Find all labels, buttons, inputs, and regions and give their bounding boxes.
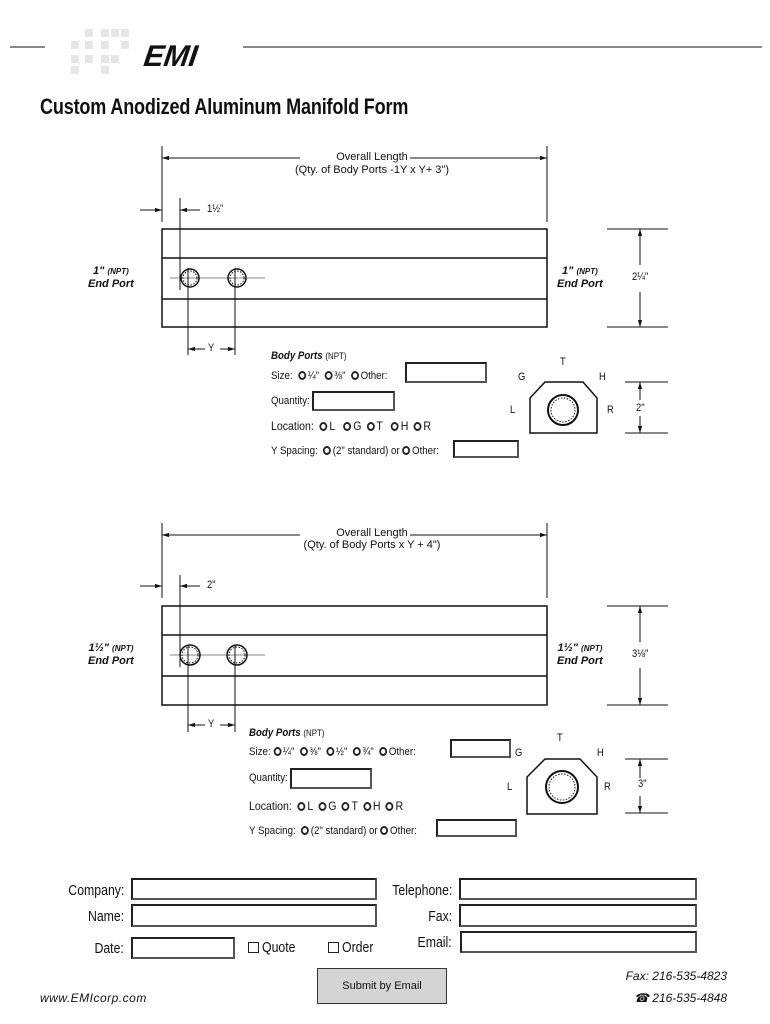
location-radio-t-2[interactable] — [341, 802, 350, 811]
location-radio-r[interactable] — [413, 422, 422, 431]
body-ports-heading-2: Body Ports (NPT) — [249, 727, 325, 739]
location-h-label-2: H — [597, 747, 604, 759]
website-link[interactable]: www.EMIcorp.com — [40, 991, 147, 1005]
name-input[interactable] — [131, 904, 377, 927]
quantity-input-2[interactable] — [290, 768, 372, 789]
location-t-label: T — [560, 356, 566, 368]
location-r-label-2: R — [604, 781, 611, 793]
location-g-label: G — [518, 371, 526, 383]
size-radio-other[interactable] — [350, 371, 359, 380]
location-l-label: L — [510, 404, 516, 416]
company-label: Company: — [67, 882, 124, 899]
phone-number-line: ☎ 216-535-4848 — [633, 991, 727, 1005]
end-offset-label-2: 2" — [207, 579, 216, 591]
overall-length-formula: (Qty. of Body Ports -1Y x Y+ 3") — [295, 164, 449, 176]
spacing-radio-standard[interactable] — [323, 446, 331, 455]
quote-checkbox-option[interactable]: Quote — [248, 939, 303, 956]
spacing-radio-other-2[interactable] — [380, 826, 389, 835]
order-checkbox[interactable] — [328, 942, 339, 953]
location-radio-g[interactable] — [343, 422, 352, 431]
left-end-port-label-2: 1½" (NPT)End Port — [88, 642, 134, 667]
location-radio-g-2[interactable] — [318, 802, 327, 811]
email-input[interactable] — [460, 931, 697, 953]
order-checkbox-option[interactable]: Order — [328, 939, 380, 956]
right-end-port-label-2: 1½" (NPT)End Port — [557, 642, 603, 667]
location-radio-h-2[interactable] — [363, 802, 372, 811]
spacing-other-input-1[interactable] — [453, 440, 519, 458]
y-spacing-dimension: Y — [208, 342, 215, 354]
overall-length-label-2: Overall Length — [336, 527, 408, 539]
page-title: Custom Anodized Aluminum Manifold Form — [40, 94, 409, 119]
side-height-label-2: 3" — [638, 778, 647, 790]
overall-length-formula-2: (Qty. of Body Ports x Y + 4") — [303, 539, 441, 551]
left-end-port-label: 1" (NPT)End Port — [88, 265, 134, 290]
size-radio-other-2[interactable] — [379, 747, 388, 756]
location-radio-l[interactable] — [319, 422, 328, 431]
fax-input[interactable] — [459, 904, 697, 927]
size-radio-half-2[interactable] — [326, 747, 335, 756]
emi-logo: EMI — [142, 40, 201, 73]
y-spacing-options-1: Y Spacing: (2" standard) or Other: — [271, 445, 439, 457]
quantity-input-1[interactable] — [312, 391, 395, 411]
location-r-label: R — [607, 404, 614, 416]
right-end-port-label: 1" (NPT)End Port — [557, 265, 603, 290]
spacing-radio-other[interactable] — [402, 446, 411, 455]
spacing-radio-standard-2[interactable] — [301, 826, 309, 835]
size-other-input-2[interactable] — [450, 739, 511, 758]
y-spacing-dimension-2: Y — [208, 718, 215, 730]
date-label: Date: — [94, 940, 124, 957]
telephone-input[interactable] — [459, 878, 697, 900]
location-g-label-2: G — [515, 747, 523, 759]
location-l-label-2: L — [507, 781, 513, 793]
y-spacing-options-2: Y Spacing: (2" standard) or Other: — [249, 825, 417, 837]
fax-label: Fax: — [428, 908, 452, 925]
company-input[interactable] — [131, 878, 377, 900]
quote-checkbox[interactable] — [248, 942, 259, 953]
size-radio-quarter[interactable] — [297, 371, 306, 380]
height-label: 2¼" — [632, 271, 649, 283]
fax-number: Fax: 216-535-4823 — [625, 969, 727, 983]
overall-length-label: Overall Length — [336, 151, 408, 163]
location-radio-t[interactable] — [366, 422, 375, 431]
submit-by-email-button[interactable]: Submit by Email — [317, 968, 447, 1004]
email-label: Email: — [417, 934, 452, 951]
date-input[interactable] — [131, 937, 235, 959]
side-height-label: 2" — [636, 402, 645, 414]
size-other-input-1[interactable] — [405, 362, 487, 383]
quantity-label-1: Quantity: — [271, 395, 310, 407]
location-h-label: H — [599, 371, 606, 383]
size-radio-quarter-2[interactable] — [273, 747, 282, 756]
manifold-1-drawing — [140, 146, 668, 434]
quantity-label-2: Quantity: — [249, 772, 288, 784]
telephone-label: Telephone: — [391, 882, 452, 899]
logo-squares — [71, 29, 129, 74]
manifold-2-drawing — [140, 523, 668, 815]
location-radio-l-2[interactable] — [297, 802, 306, 811]
end-offset-label: 1½" — [207, 203, 224, 215]
height-label-2: 3⅛" — [632, 648, 649, 660]
size-options-2: Size: ¼"⅜"½"¾"Other: — [249, 746, 416, 758]
size-radio-three-quarter-2[interactable] — [352, 747, 361, 756]
size-radio-three-eighths[interactable] — [324, 371, 333, 380]
location-radio-r-2[interactable] — [385, 802, 394, 811]
location-radio-h[interactable] — [391, 422, 399, 431]
size-radio-three-eighths-2[interactable] — [299, 747, 308, 756]
location-t-label-2: T — [557, 732, 563, 744]
telephone-icon: ☎ — [633, 991, 649, 1005]
body-ports-heading: Body Ports (NPT) — [271, 350, 347, 362]
size-options-1: Size: ¼"⅜"Other: — [271, 370, 388, 382]
spacing-other-input-2[interactable] — [436, 819, 517, 837]
name-label: Name: — [87, 908, 124, 925]
